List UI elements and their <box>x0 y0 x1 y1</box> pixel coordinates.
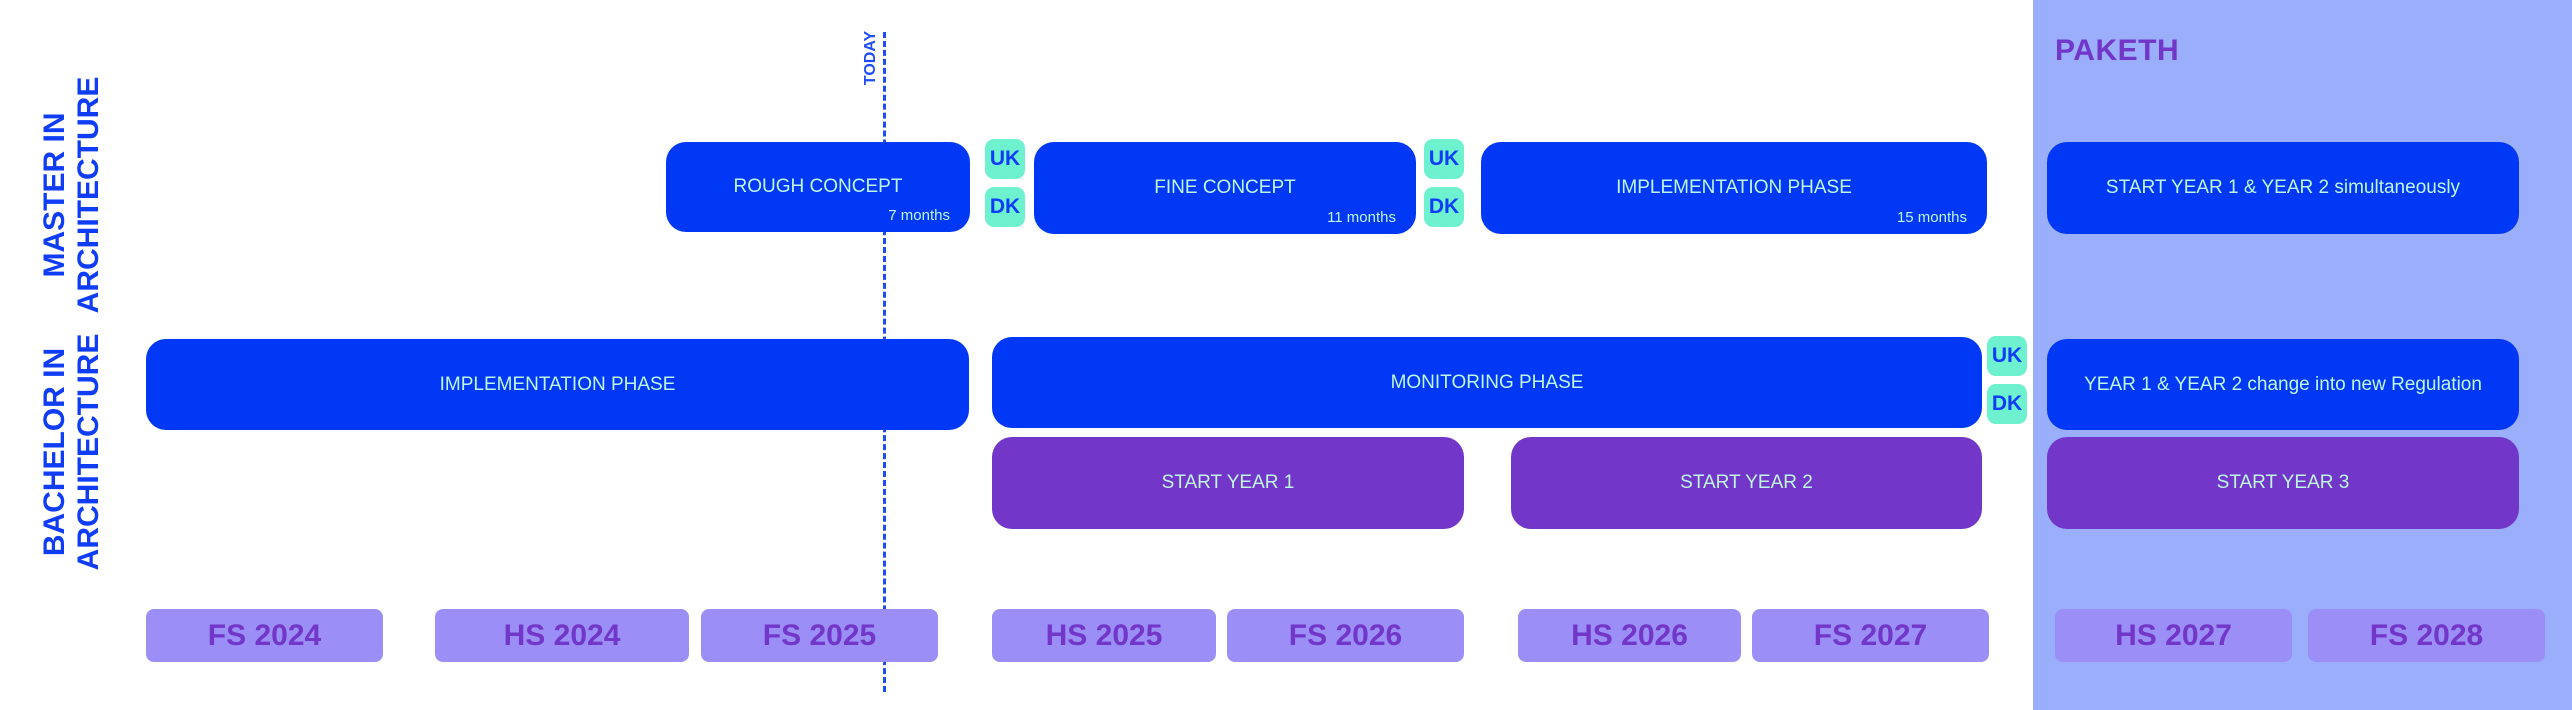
bar-label: START YEAR 2 <box>1680 472 1813 493</box>
master-bar-rough-concept: ROUGH CONCEPT 7 months <box>666 142 970 232</box>
master-bar-fine-concept: FINE CONCEPT 11 months <box>1034 142 1416 234</box>
bar-label: IMPLEMENTATION PHASE <box>439 373 676 395</box>
bachelor-bar-regulation: YEAR 1 & YEAR 2 change into new Regulati… <box>2047 339 2519 430</box>
dk-chip: DK <box>985 187 1025 227</box>
bar-label: YEAR 1 & YEAR 2 change into new Regulati… <box>2084 373 2482 395</box>
bar-label: MONITORING PHASE <box>1390 371 1584 393</box>
bachelor-bar-monitoring: MONITORING PHASE <box>992 337 1982 428</box>
dk-chip: DK <box>1424 187 1464 227</box>
bar-duration: 15 months <box>1896 209 1967 226</box>
start-year-1-bar: START YEAR 1 <box>992 437 1464 529</box>
semester-block: FS 2027 <box>1752 609 1989 662</box>
uk-chip: UK <box>985 139 1025 179</box>
bar-label: START YEAR 1 <box>1161 472 1295 493</box>
bar-label: START YEAR 3 <box>2216 472 2350 493</box>
bachelor-bar-implementation: IMPLEMENTATION PHASE <box>146 339 969 430</box>
dk-chip: DK <box>1987 384 2027 424</box>
semester-block: HS 2027 <box>2055 609 2292 662</box>
start-year-3-bar: START YEAR 3 <box>2047 437 2519 529</box>
bar-label: START YEAR 1 & YEAR 2 simultaneously <box>2105 177 2461 198</box>
semester-block: FS 2025 <box>701 609 938 662</box>
bar-duration: 7 months <box>888 207 950 224</box>
bar-label: IMPLEMENTATION PHASE <box>1616 177 1852 198</box>
row-label-master: MASTER IN ARCHITECTURE <box>38 76 105 314</box>
row-label-bachelor: BACHELOR IN ARCHITECTURE <box>38 333 105 571</box>
panel-title: PAKETH <box>2055 34 2180 67</box>
semester-block: HS 2024 <box>435 609 689 662</box>
semester-block: FS 2026 <box>1227 609 1464 662</box>
bar-label: FINE CONCEPT <box>1154 177 1296 198</box>
semester-block: FS 2024 <box>146 609 383 662</box>
master-bar-implementation: IMPLEMENTATION PHASE 15 months <box>1481 142 1987 234</box>
bar-label: ROUGH CONCEPT <box>733 176 903 197</box>
semester-block: HS 2025 <box>992 609 1216 662</box>
master-bar-start-years: START YEAR 1 & YEAR 2 simultaneously <box>2047 142 2519 234</box>
semester-block: HS 2026 <box>1518 609 1741 662</box>
start-year-2-bar: START YEAR 2 <box>1511 437 1982 529</box>
uk-chip: UK <box>1424 139 1464 179</box>
uk-chip: UK <box>1987 336 2027 376</box>
bar-duration: 11 months <box>1327 209 1396 226</box>
today-label: TODAY <box>862 30 879 86</box>
semester-block: FS 2028 <box>2308 609 2545 662</box>
